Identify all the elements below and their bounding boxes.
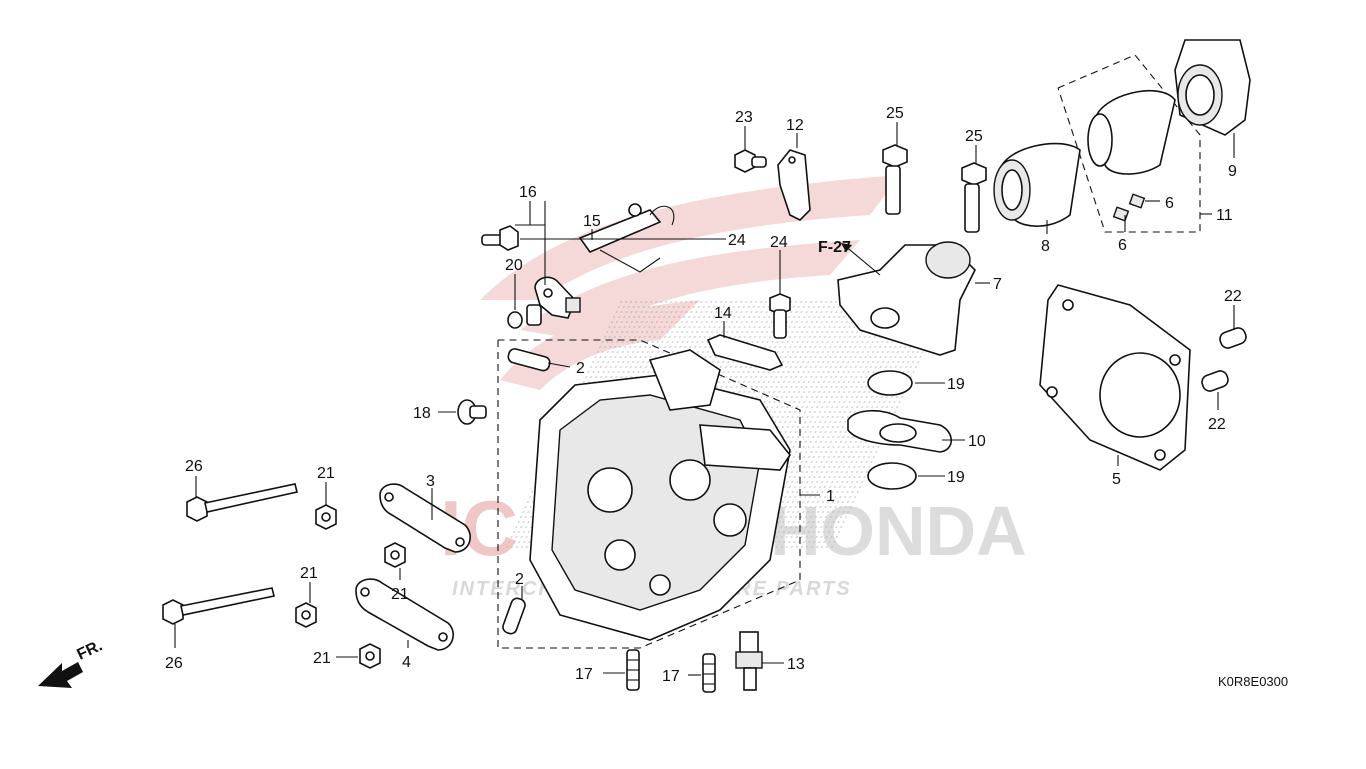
tensioner-lifter [526,276,581,326]
callout-2: 2 [576,360,585,377]
callout-12: 12 [786,117,804,134]
callout-3: 3 [426,473,435,490]
callout-19: 19 [947,469,965,486]
washer-20 [507,311,523,329]
callout-23: 23 [735,109,753,126]
clip-6-upper [1128,193,1146,209]
callout-21: 21 [317,465,335,482]
direction-label: FR. [75,637,106,663]
o-ring-19-lower [867,462,917,490]
front-direction-arrow: FR. [38,637,105,688]
callout-7: 7 [993,276,1002,293]
nut-21-c [295,602,317,628]
air-joint-9 [1174,39,1251,136]
callout-19: 19 [947,376,965,393]
dowel-pin-top [507,348,551,372]
callout-16: 16 [519,184,537,201]
o-ring-19-upper [867,370,913,396]
bolt-25-right [961,162,987,233]
plate-4 [355,578,454,651]
callout-6: 6 [1165,195,1174,212]
callout-20: 20 [505,257,523,274]
callout-17: 17 [575,666,593,683]
callout-5: 5 [1112,471,1121,488]
nut-21-a [315,504,337,530]
dowel-22-upper [1219,327,1247,349]
callout-10: 10 [968,433,986,450]
band-11 [1087,90,1176,175]
bolt-23 [734,149,767,173]
connecting-tube-8 [993,142,1081,227]
callout-11: 11 [1216,207,1233,224]
callout-4: 4 [402,654,411,671]
tensioner-spring-15 [578,203,675,273]
dowel-pin-bottom [502,597,526,635]
callout-21: 21 [300,565,318,582]
flange-bolt-26-upper [186,483,298,522]
callout-1: 1 [826,488,835,505]
callout-24: 24 [770,234,788,251]
callout-14: 14 [714,305,732,322]
callout-26: 26 [165,655,183,672]
bolt-25-left [882,144,908,215]
callout-9: 9 [1228,163,1237,180]
diagram-code: K0R8E0300 [1218,674,1288,689]
cylinder-gasket-5 [1039,284,1191,471]
cylinder-head [529,349,791,641]
nut-21-b [384,542,406,568]
bolt-24-lower [769,293,791,339]
nut-21-d [359,643,381,669]
plug-18 [457,399,487,425]
section-reference: F-27 [818,239,851,256]
bracket-12 [777,149,811,221]
stud-bolt-right [702,653,716,693]
bolt-24-upper [481,225,519,251]
intake-pipe-7 [837,241,976,356]
callout-6: 6 [1118,237,1127,254]
guide-plate-14 [706,334,784,371]
wing-logo [480,175,900,390]
clip-6-lower [1112,206,1130,222]
callout-26: 26 [185,458,203,475]
callout-18: 18 [413,405,431,422]
callout-22: 22 [1224,288,1242,305]
callout-22: 22 [1208,416,1226,433]
flange-bolt-26-lower [162,587,275,625]
callout-15: 15 [583,213,601,230]
leader-lines [174,122,1235,676]
gasket-10 [847,409,953,453]
plate-3 [379,483,471,553]
callout-24: 24 [728,232,746,249]
callout-21: 21 [391,586,409,603]
stud-bolt-left [626,649,640,691]
callouts: 1 2 2 3 4 5 6 6 7 8 9 10 11 12 13 14 15 … [165,105,1242,685]
callout-8: 8 [1041,238,1050,255]
callout-17: 17 [662,668,680,685]
callout-13: 13 [787,656,805,673]
spark-plug [735,631,763,691]
callout-25: 25 [965,128,983,145]
dowel-22-lower [1201,370,1229,392]
callout-21: 21 [313,650,331,667]
callout-25: 25 [886,105,904,122]
callout-2: 2 [515,571,524,588]
watermark-brand: HONDA [770,492,1027,570]
